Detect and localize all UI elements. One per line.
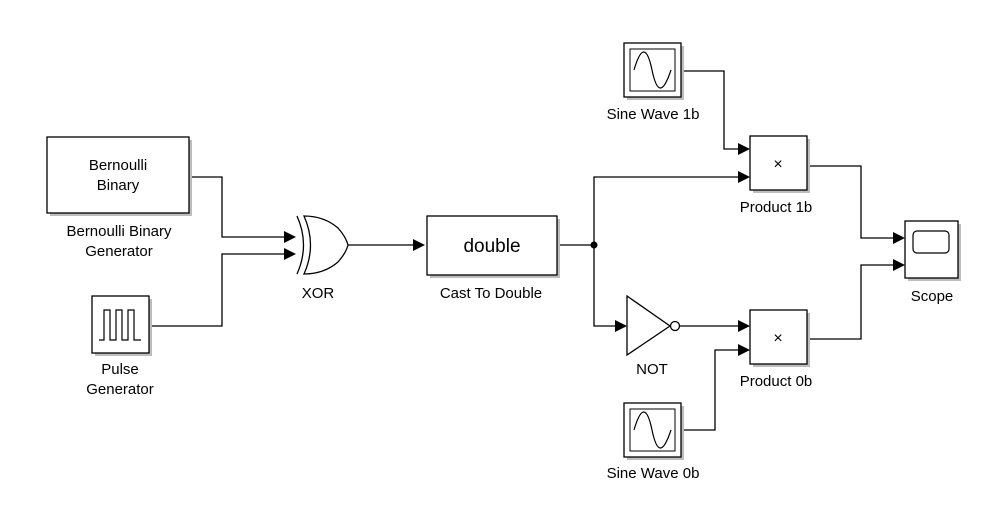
wire-pulse-xor[interactable]	[149, 253, 284, 327]
wire-branch-not[interactable]	[593, 245, 615, 327]
arrowhead	[738, 344, 750, 356]
not-label: NOT	[636, 361, 668, 378]
wire-branch-product1b[interactable]	[593, 176, 738, 245]
cast-to-double-block[interactable]: double	[426, 215, 560, 278]
pulse-label-line1: Pulse	[101, 361, 139, 378]
xor-gate-extra-curve	[296, 215, 305, 275]
product-1b-block[interactable]: ×	[749, 135, 810, 193]
arrowhead	[893, 259, 905, 271]
scope-screen-icon	[912, 230, 950, 254]
bernoulli-inner-line1: Bernoulli	[89, 157, 147, 174]
arrowhead	[738, 143, 750, 155]
bernoulli-inner-line2: Binary	[97, 177, 140, 194]
scope-block[interactable]	[904, 220, 961, 281]
sine-wave-icon	[633, 411, 672, 449]
product0b-label: Product 0b	[740, 373, 813, 390]
arrowheads	[284, 143, 905, 356]
product0b-symbol: ×	[773, 330, 782, 347]
wire-sine1b-product1b[interactable]	[682, 70, 738, 150]
wire-bernoulli-xor[interactable]	[190, 176, 284, 238]
arrowhead	[893, 232, 905, 244]
xor-gate-icon	[302, 215, 349, 275]
arrowhead	[738, 320, 750, 332]
product1b-symbol: ×	[773, 156, 782, 173]
cast-inner-text: double	[463, 236, 520, 257]
arrowhead	[284, 248, 296, 260]
sine-wave-1b-block[interactable]	[623, 42, 684, 100]
sine1b-label: Sine Wave 1b	[607, 106, 700, 123]
wire-sine0b-product0b[interactable]	[682, 349, 738, 431]
arrowhead	[615, 320, 627, 332]
bernoulli-binary-generator-block[interactable]: Bernoulli Binary	[46, 136, 192, 216]
pulse-label-line2: Generator	[86, 381, 154, 398]
bernoulli-label-line2: Generator	[85, 243, 153, 260]
xor-label: XOR	[302, 285, 335, 302]
product-0b-block[interactable]: ×	[749, 309, 810, 367]
arrowhead	[284, 231, 296, 243]
not-gate-bubble	[669, 320, 681, 332]
cast-label: Cast To Double	[440, 285, 542, 302]
arrowhead	[738, 171, 750, 183]
wire-product0b-scope[interactable]	[810, 264, 893, 340]
signal-lines	[149, 70, 893, 431]
wire-product1b-scope[interactable]	[810, 165, 893, 239]
not-gate-block[interactable]	[626, 294, 681, 357]
arrowhead	[413, 239, 425, 251]
bernoulli-label-line1: Bernoulli Binary	[66, 223, 172, 240]
sine-wave-0b-block[interactable]	[623, 402, 684, 460]
scope-label: Scope	[911, 288, 954, 305]
sine0b-label: Sine Wave 0b	[607, 465, 700, 482]
not-gate-icon	[626, 294, 672, 357]
product1b-label: Product 1b	[740, 199, 813, 216]
branch-point	[590, 241, 598, 249]
sine-wave-icon	[633, 51, 672, 89]
xor-gate-block[interactable]	[296, 215, 349, 275]
pulse-train-icon	[99, 309, 141, 341]
pulse-generator-block[interactable]	[91, 295, 152, 356]
